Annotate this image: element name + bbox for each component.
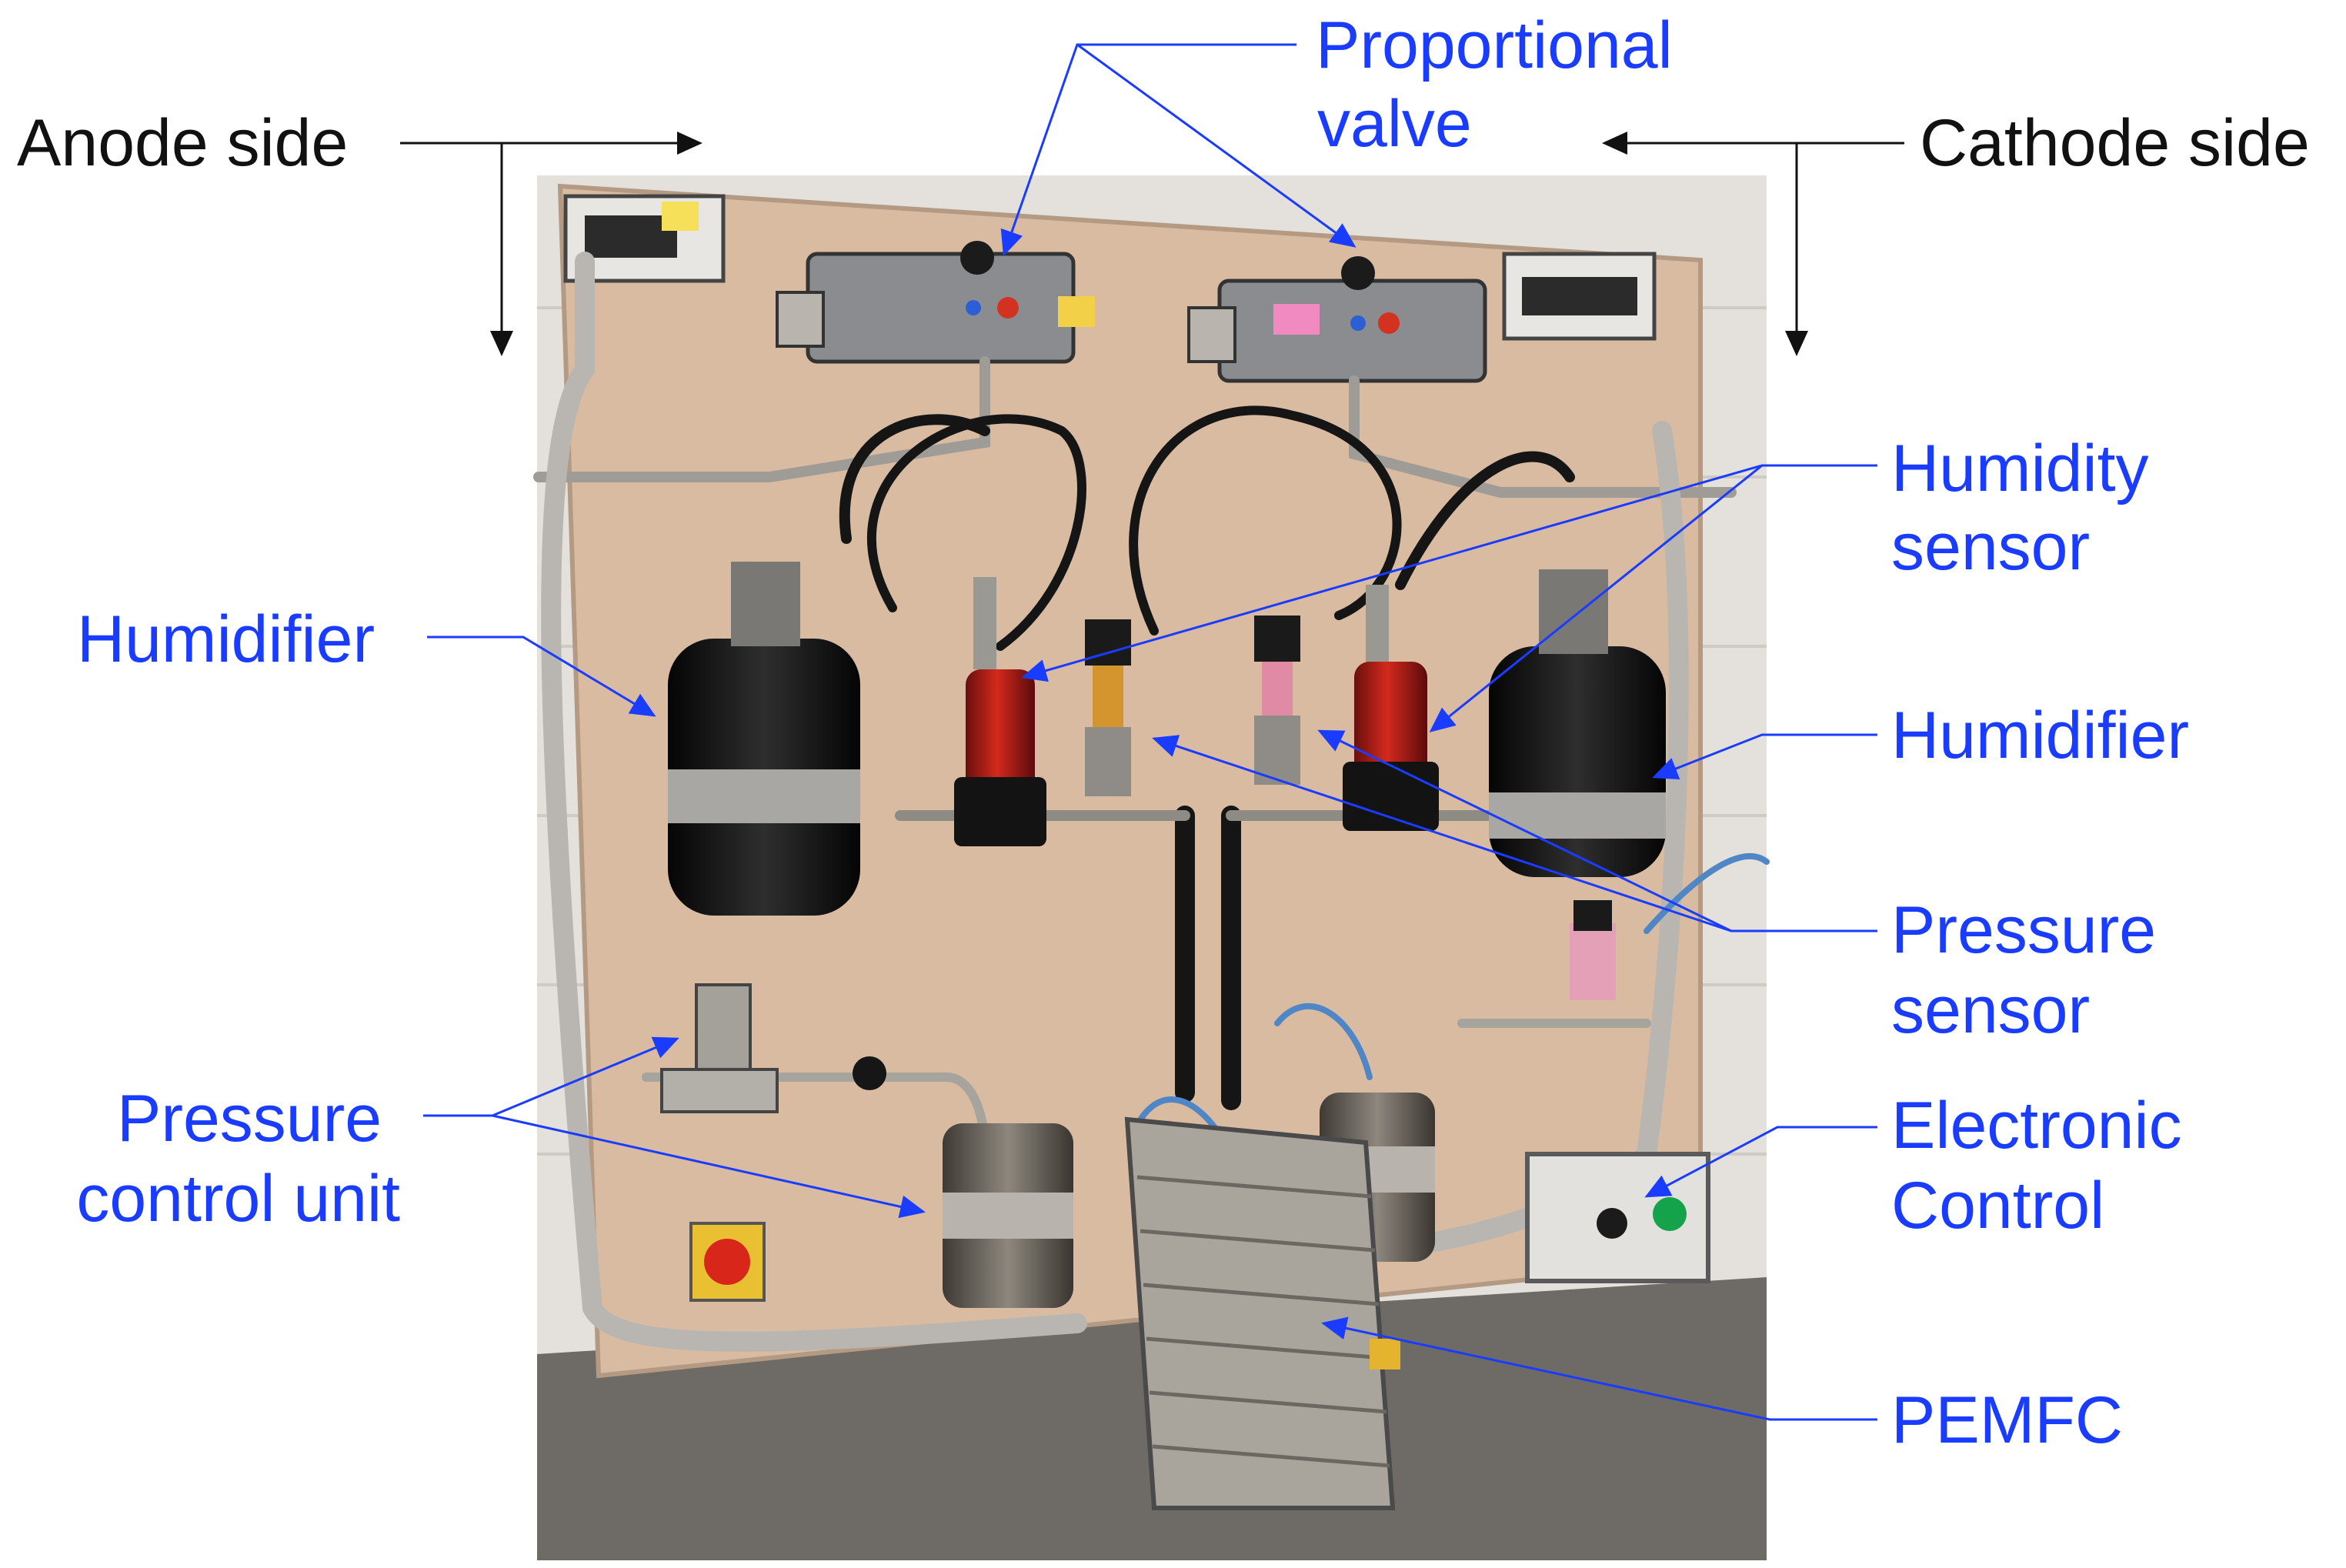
pemfc-stack <box>1124 1116 1400 1510</box>
label-cathode-side: Cathode side <box>1920 106 2310 180</box>
label-pressure-control-unit-line1: Pressure <box>117 1082 382 1156</box>
pressure-sensor-outlet <box>1570 900 1616 1000</box>
humidity-sensor-anode <box>954 577 1046 846</box>
proportional-valve-anode <box>776 241 1095 364</box>
humidifier-cathode <box>1489 569 1666 877</box>
leader-lines <box>423 43 1877 1421</box>
label-humidity-sensor-line2: sensor <box>1891 510 2090 584</box>
label-electronic-control-line1: Electronic <box>1891 1089 2182 1163</box>
water-tank-anode <box>943 1123 1073 1308</box>
gas-pipework <box>533 252 1770 1352</box>
label-humidity-sensor: Humidity sensor <box>1891 432 2167 584</box>
label-pressure-sensor: Pressure sensor <box>1891 893 2174 1047</box>
label-humidifier-left: Humidifier <box>77 602 375 676</box>
labels: Anode side Cathode side Proportional val… <box>17 8 2310 1457</box>
photo <box>533 175 1770 1560</box>
label-pressure-control-unit-line2: control unit <box>76 1162 400 1236</box>
label-pemfc: PEMFC <box>1891 1383 2123 1457</box>
side-arrows <box>400 132 1904 356</box>
label-electronic-control: Electronic Control <box>1891 1089 2201 1243</box>
label-pressure-sensor-line1: Pressure <box>1891 893 2156 967</box>
label-humidifier-right: Humidifier <box>1891 699 2189 772</box>
label-pressure-control-unit: Pressure control unit <box>76 1082 400 1236</box>
humidifier-anode <box>668 562 860 916</box>
label-proportional-valve-line2: valve <box>1317 87 1472 161</box>
label-humidity-sensor-line1: Humidity <box>1891 432 2149 505</box>
emergency-stop <box>689 1222 766 1302</box>
pressure-sensor-anode <box>1085 619 1131 796</box>
label-proportional-valve-line1: Proportional <box>1316 8 1673 82</box>
humidity-sensor-cathode <box>1343 585 1439 831</box>
label-electronic-control-line2: Control <box>1891 1169 2104 1243</box>
proportional-valve-cathode <box>1187 256 1487 383</box>
electronic-control-box <box>1525 1152 1710 1283</box>
label-proportional-valve: Proportional valve <box>1316 8 1691 161</box>
pressure-control-unit <box>660 983 886 1113</box>
label-anode-side: Anode side <box>17 106 348 180</box>
label-pressure-sensor-line2: sensor <box>1891 973 2090 1047</box>
pressure-sensor-cathode <box>1254 616 1300 785</box>
